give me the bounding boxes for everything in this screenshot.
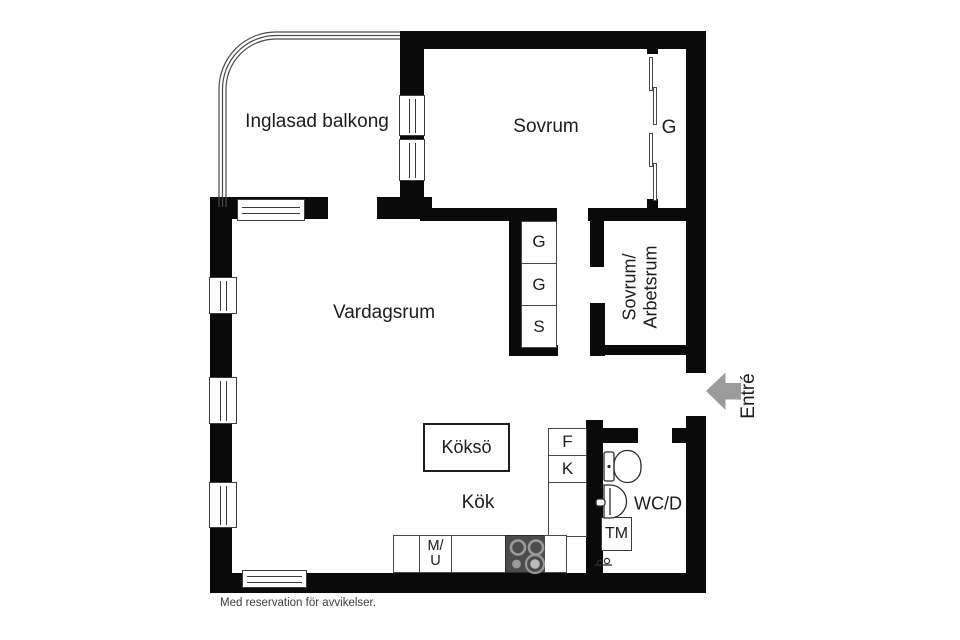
wall-wc-top-right [672, 428, 686, 443]
window-bottom [242, 570, 307, 588]
counter-cell [544, 535, 567, 573]
counter-cell [451, 535, 506, 573]
washing-machine-label: TM [604, 525, 629, 542]
label-bedroom-closet: G [661, 117, 677, 138]
window-left-2 [209, 377, 237, 424]
wall-right-lower [686, 416, 706, 593]
label-bedroom: Sovrum [513, 116, 579, 137]
wall-slide-stub-bottom [647, 199, 658, 209]
wall-bedroom-bottom-left [420, 208, 557, 221]
window-pane [247, 575, 302, 583]
window-pane [408, 142, 416, 178]
closet-label: G [532, 232, 546, 252]
wall-slide-stub-top [647, 44, 658, 54]
window-pane [219, 380, 227, 421]
sliding-door-panel [653, 87, 657, 125]
window-left-1 [209, 277, 237, 314]
sliding-door-panel [653, 163, 657, 201]
closet-cell-g2: G [521, 262, 557, 307]
closet-cell-s: S [521, 305, 557, 348]
sliding-door-panel [649, 57, 653, 91]
window-pane [242, 206, 300, 214]
wall-wc-top-left [603, 428, 638, 443]
window-living-balcony [237, 199, 305, 221]
wall-closet-bottom [509, 345, 558, 356]
wall-closet-left [509, 208, 521, 356]
kitchen-counter: M/ U [393, 535, 567, 573]
sliding-door-panel [649, 133, 653, 167]
wall-bedroom-bottom-right [588, 208, 706, 221]
label-balcony: Inglasad balkong [245, 111, 389, 132]
kitchen-island: Köksö [423, 423, 510, 472]
toilet-icon [603, 449, 642, 484]
label-kitchen: Kök [461, 492, 495, 513]
counter-cell [393, 535, 420, 573]
freezer-label: K [561, 459, 574, 478]
window-left-3 [209, 482, 237, 528]
fridge-label: F [562, 432, 573, 451]
fridge-cell: F [548, 428, 587, 456]
window-pane [219, 485, 227, 525]
window-pane [408, 98, 416, 133]
wall-office-bottom [590, 345, 690, 355]
disclaimer-text: Med reservation för avvikelser. [220, 597, 376, 609]
wall-office-left-top [590, 208, 604, 267]
label-bathroom: WC/D [634, 493, 682, 514]
window-bedroom-balcony-1 [399, 95, 425, 136]
closet-label: G [532, 274, 546, 294]
closet-label: S [533, 316, 545, 336]
window-pane [219, 280, 227, 311]
kitchen-island-label: Köksö [441, 437, 492, 457]
wall-top [400, 31, 706, 49]
wall-bottom [210, 573, 706, 593]
label-living-room: Vardagsrum [332, 302, 436, 323]
wall-right-upper [686, 31, 706, 373]
closet-cell-g1: G [521, 221, 557, 264]
micro-oven-cell: M/ U [419, 535, 452, 573]
washing-machine: TM [601, 517, 632, 551]
entry-arrow-icon [706, 372, 741, 410]
label-bedroom-office: Sovrum/ Arbetsrum [619, 245, 660, 329]
counter-cell [548, 482, 587, 537]
wall-kitchen-wc-divider [586, 420, 603, 575]
fridge-freezer-block: F K [548, 428, 587, 537]
closet-block: G G S [521, 221, 557, 348]
micro-oven-label: M/ U [427, 537, 444, 569]
wall-office-left-bottom [590, 303, 605, 356]
window-bedroom-balcony-2 [399, 139, 425, 181]
stove-cell [505, 535, 545, 573]
label-entry: Entré [738, 373, 759, 419]
freezer-cell: K [548, 455, 587, 483]
